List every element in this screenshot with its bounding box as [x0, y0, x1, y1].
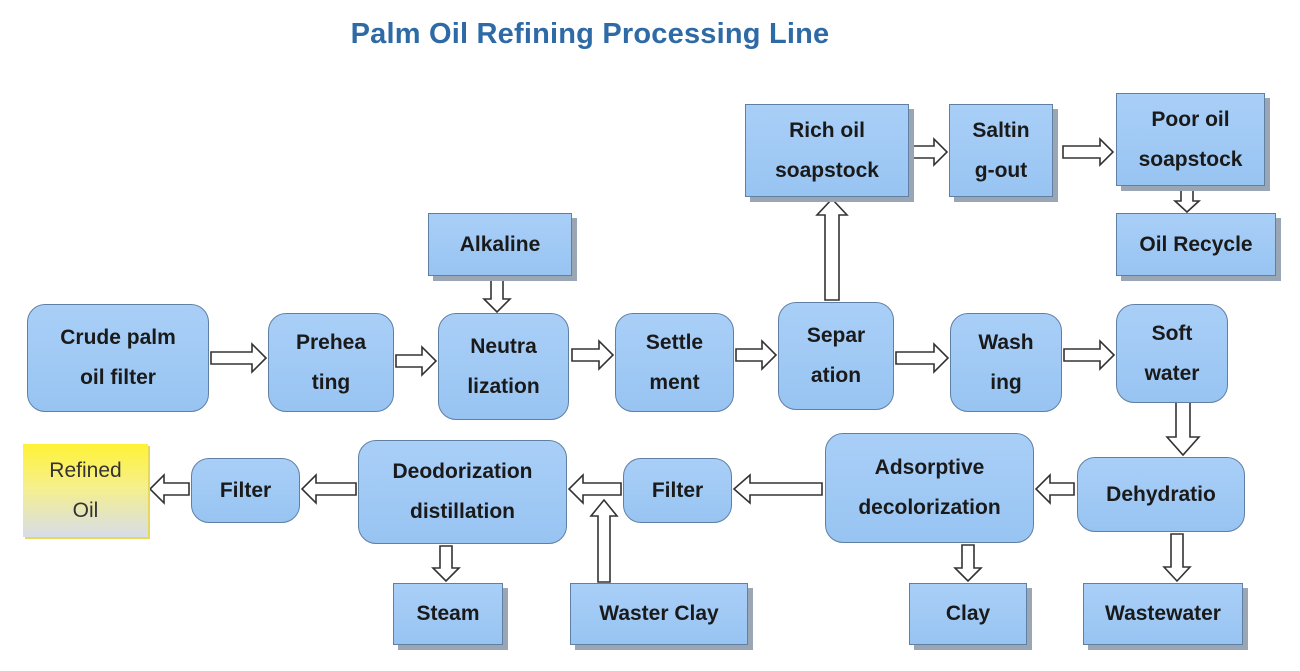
node-label-line: ing: [990, 370, 1022, 394]
arrow-poor-oil-to-oil-recycle: [1172, 187, 1202, 214]
node-label-line: Prehea: [295, 330, 367, 354]
node-separation: Separ ation: [778, 302, 894, 410]
arrow-settlement-to-separation: [735, 339, 778, 371]
node-label-line: Filter: [651, 478, 704, 502]
node-poor-oil-soapstock: Poor oil soapstock: [1116, 93, 1265, 186]
arrow-deodorization-to-steam: [431, 545, 461, 583]
arrow-neutralization-to-settlement: [571, 339, 615, 371]
node-dehydration: Dehydratio: [1077, 457, 1245, 532]
node-label-line: soapstock: [1138, 147, 1243, 171]
arrow-salting-out-to-poor-oil: [1062, 137, 1115, 167]
arrow-adsorptive-to-filter: [732, 473, 823, 505]
node-label-line: Oil Recycle: [1139, 232, 1253, 256]
node-filter-middle: Filter: [623, 458, 732, 523]
node-label-line: ment: [649, 370, 700, 394]
node-wastewater: Wastewater: [1083, 583, 1243, 645]
arrow-washing-to-soft-water: [1063, 339, 1116, 371]
node-clay: Clay: [909, 583, 1027, 645]
node-label-line: Rich oil: [789, 118, 865, 142]
node-neutralization: Neutra lization: [438, 313, 569, 420]
node-preheating: Prehea ting: [268, 313, 394, 412]
node-label-line: Alkaline: [459, 232, 541, 256]
node-waster-clay: Waster Clay: [570, 583, 748, 645]
arrow-dehydration-to-adsorptive: [1034, 473, 1075, 505]
node-label-line: Crude palm: [60, 326, 176, 349]
node-alkaline: Alkaline: [428, 213, 572, 276]
node-label-line: Soft: [1151, 321, 1193, 345]
arrow-adsorptive-to-clay: [953, 544, 983, 583]
node-label-line: decolorization: [858, 496, 1001, 519]
node-label-line: Deodorization: [392, 460, 533, 483]
node-adsorptive-decolorization: Adsorptive decolorization: [825, 433, 1034, 543]
node-label-line: Refined: [49, 458, 122, 482]
node-label-line: Separ: [806, 324, 866, 347]
node-label-line: Saltin: [972, 118, 1030, 142]
node-label-line: Filter: [219, 478, 272, 502]
arrow-alkaline-to-neutralization: [482, 276, 512, 314]
node-label-line: ation: [810, 364, 862, 387]
node-crude-palm-oil-filter: Crude palm oil filter: [27, 304, 209, 412]
node-label-line: Dehydratio: [1106, 482, 1216, 506]
node-label-line: Oil: [72, 498, 99, 522]
node-deodorization-distillation: Deodorization distillation: [358, 440, 567, 544]
node-label-line: Adsorptive: [874, 456, 985, 479]
node-label-line: soapstock: [775, 158, 879, 182]
node-salting-out: Saltin g-out: [949, 104, 1053, 197]
arrow-soft-water-to-dehydration: [1165, 398, 1201, 457]
node-refined-oil: Refined Oil: [23, 444, 148, 537]
node-label-line: Wastewater: [1105, 602, 1221, 625]
node-label-line: distillation: [410, 500, 515, 523]
arrow-separation-to-washing: [895, 342, 950, 374]
node-rich-oil-soapstock: Rich oil soapstock: [745, 104, 909, 197]
node-label-line: oil filter: [80, 366, 156, 389]
node-label-line: Clay: [945, 602, 991, 625]
arrow-preheating-to-neutralization: [395, 345, 438, 377]
node-washing: Wash ing: [950, 313, 1062, 412]
arrow-dehydration-to-wastewater: [1162, 533, 1192, 583]
node-label-line: Steam: [416, 602, 480, 625]
node-label-line: lization: [467, 374, 540, 398]
node-oil-recycle: Oil Recycle: [1116, 213, 1276, 276]
node-filter-end: Filter: [191, 458, 300, 523]
node-label-line: Poor oil: [1151, 107, 1230, 131]
node-label-line: Wash: [978, 330, 1034, 354]
node-label-line: ting: [311, 370, 351, 394]
node-steam: Steam: [393, 583, 503, 645]
arrow-crude-to-preheating: [210, 342, 268, 374]
node-label-line: Settle: [645, 330, 704, 354]
arrow-rich-oil-to-salting-out: [910, 137, 949, 167]
node-settlement: Settle ment: [615, 313, 734, 412]
node-label-line: g-out: [974, 158, 1028, 182]
node-label-line: water: [1144, 361, 1200, 385]
node-label-line: Neutra: [470, 334, 537, 358]
page-title: Palm Oil Refining Processing Line: [350, 18, 830, 50]
arrow-waster-clay-to-deodorization: [589, 498, 619, 583]
arrow-separation-to-rich-oil: [815, 197, 849, 301]
arrow-filter-to-deodorization: [567, 473, 622, 505]
arrow-filter-to-refined-oil: [148, 473, 190, 505]
node-label-line: Waster Clay: [599, 602, 719, 625]
arrow-deodorization-to-filter: [300, 473, 357, 505]
node-soft-water: Soft water: [1116, 304, 1228, 403]
